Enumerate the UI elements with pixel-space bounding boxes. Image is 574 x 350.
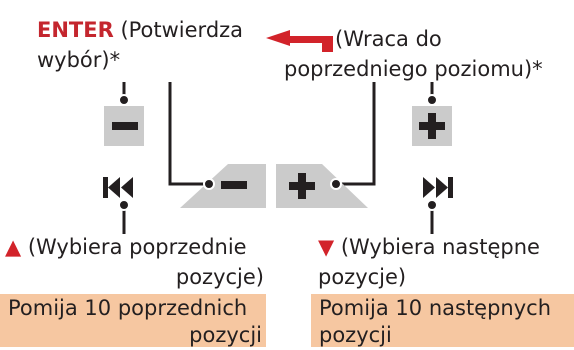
skip-next-line2: pozycji (319, 323, 392, 347)
next-desc-line1: ▼ (Wybiera następne (318, 232, 540, 262)
skip-next-highlight (311, 294, 574, 347)
back-desc-line2: poprzedniego poziomu)* (284, 57, 543, 81)
skip-next-icon (423, 177, 453, 198)
prev-desc-text: (Wybiera poprzednie (21, 235, 247, 259)
enter-desc-line2: wybór)* (37, 48, 121, 72)
prev-desc-line1: ▲ (Wybiera poprzednie (5, 232, 247, 262)
skip-prev-line2: pozycji (189, 323, 262, 347)
connector-lines (122, 82, 434, 234)
next-desc-text: (Wybiera następne (334, 235, 540, 259)
center-plus-button-icon (276, 164, 368, 208)
enter-keyword: ENTER (37, 18, 114, 42)
center-minus-button-icon (180, 164, 266, 208)
next-desc-line2: pozycje) (318, 265, 407, 289)
prev-desc-line2: pozycje) (175, 265, 264, 289)
back-desc-line1: (Wraca do (335, 27, 442, 51)
skip-prev-line1: Pomija 10 poprzednich (8, 296, 248, 320)
skip-next-line1: Pomija 10 następnych (319, 296, 552, 320)
triangle-up-icon: ▲ (5, 235, 22, 259)
skip-prev-highlight (0, 294, 266, 347)
plus-button-icon (412, 106, 452, 146)
minus-button-icon (104, 106, 144, 146)
connector-dots (118, 94, 438, 211)
back-arrow-icon (266, 30, 333, 52)
enter-label: ENTER (Potwierdza (37, 15, 243, 45)
enter-desc-line1: (Potwierdza (113, 18, 244, 42)
triangle-down-icon: ▼ (318, 235, 335, 259)
skip-previous-icon (103, 177, 133, 198)
